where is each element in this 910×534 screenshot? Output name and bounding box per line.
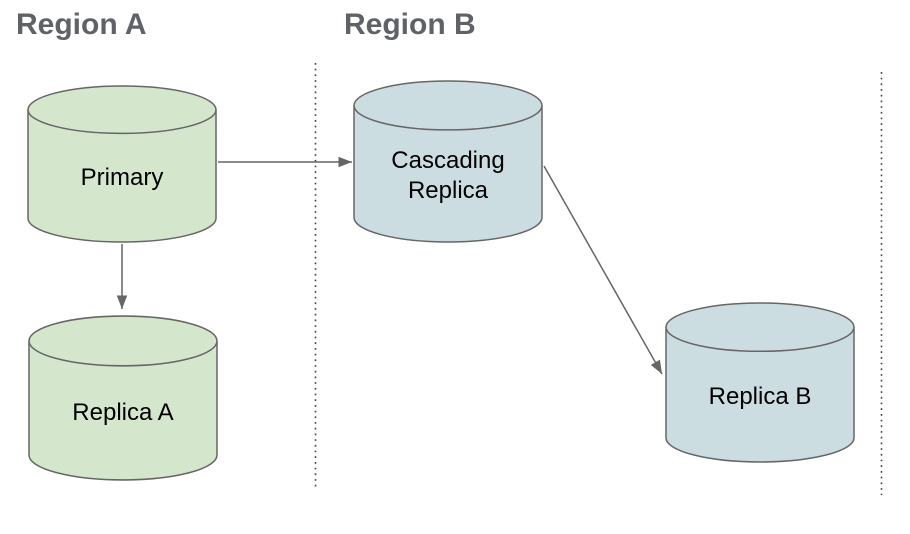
region-a-label: Region A: [16, 8, 147, 41]
node-cascading-replica: Cascading Replica: [353, 80, 543, 243]
node-replica-a: Replica A: [28, 315, 218, 481]
cylinder-body: [353, 105, 543, 243]
cylinder-top: [28, 315, 218, 367]
database-cylinder-icon: [353, 80, 543, 243]
cylinder-body: [27, 109, 217, 243]
database-cylinder-icon: [665, 302, 855, 463]
cylinder-body: [28, 340, 218, 481]
node-primary-label: Primary: [80, 164, 164, 192]
node-cascading-replica-label: Cascading Replica: [391, 147, 505, 205]
cylinder-top: [665, 302, 855, 353]
node-primary: Primary: [27, 85, 217, 243]
database-cylinder-icon: [28, 315, 218, 481]
node-replica-b: Replica B: [665, 302, 855, 463]
node-replica-a-label: Replica A: [72, 398, 174, 426]
cylinder-top: [27, 85, 217, 135]
cylinder-top: [353, 80, 543, 131]
region-b-label: Region B: [344, 8, 476, 41]
cylinder-body: [665, 327, 855, 463]
arrow-cascading-replica-to-replica-b: [543, 165, 663, 375]
database-cylinder-icon: [27, 85, 217, 243]
node-replica-b-label: Replica B: [708, 382, 812, 410]
